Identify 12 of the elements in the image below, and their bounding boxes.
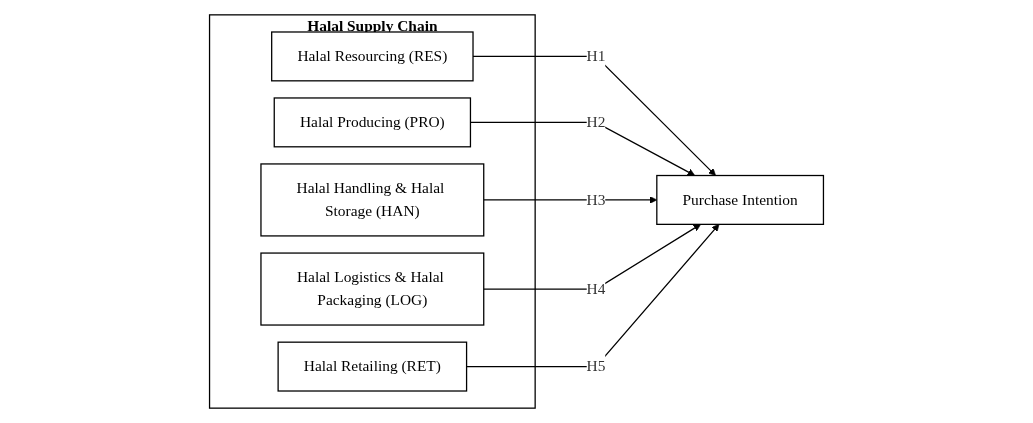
edge-label: H1 [586,47,606,65]
edge-label: H5 [586,357,606,375]
edge-label: H4 [586,280,606,298]
node-box: Halal Retailing (RET) [277,341,468,392]
node-box: Halal Producing (PRO) [273,97,472,148]
edge-label: H2 [586,113,606,131]
edge-label: H3 [586,190,606,209]
node-box: Halal Handling & Halal Storage (HAN) [260,163,485,237]
node-box: Halal Logistics & Halal Packaging (LOG) [260,252,485,326]
node-box: Purchase Intention [656,174,825,225]
arrow [483,224,701,290]
node-box: Halal Resourcing (RES) [271,31,474,82]
